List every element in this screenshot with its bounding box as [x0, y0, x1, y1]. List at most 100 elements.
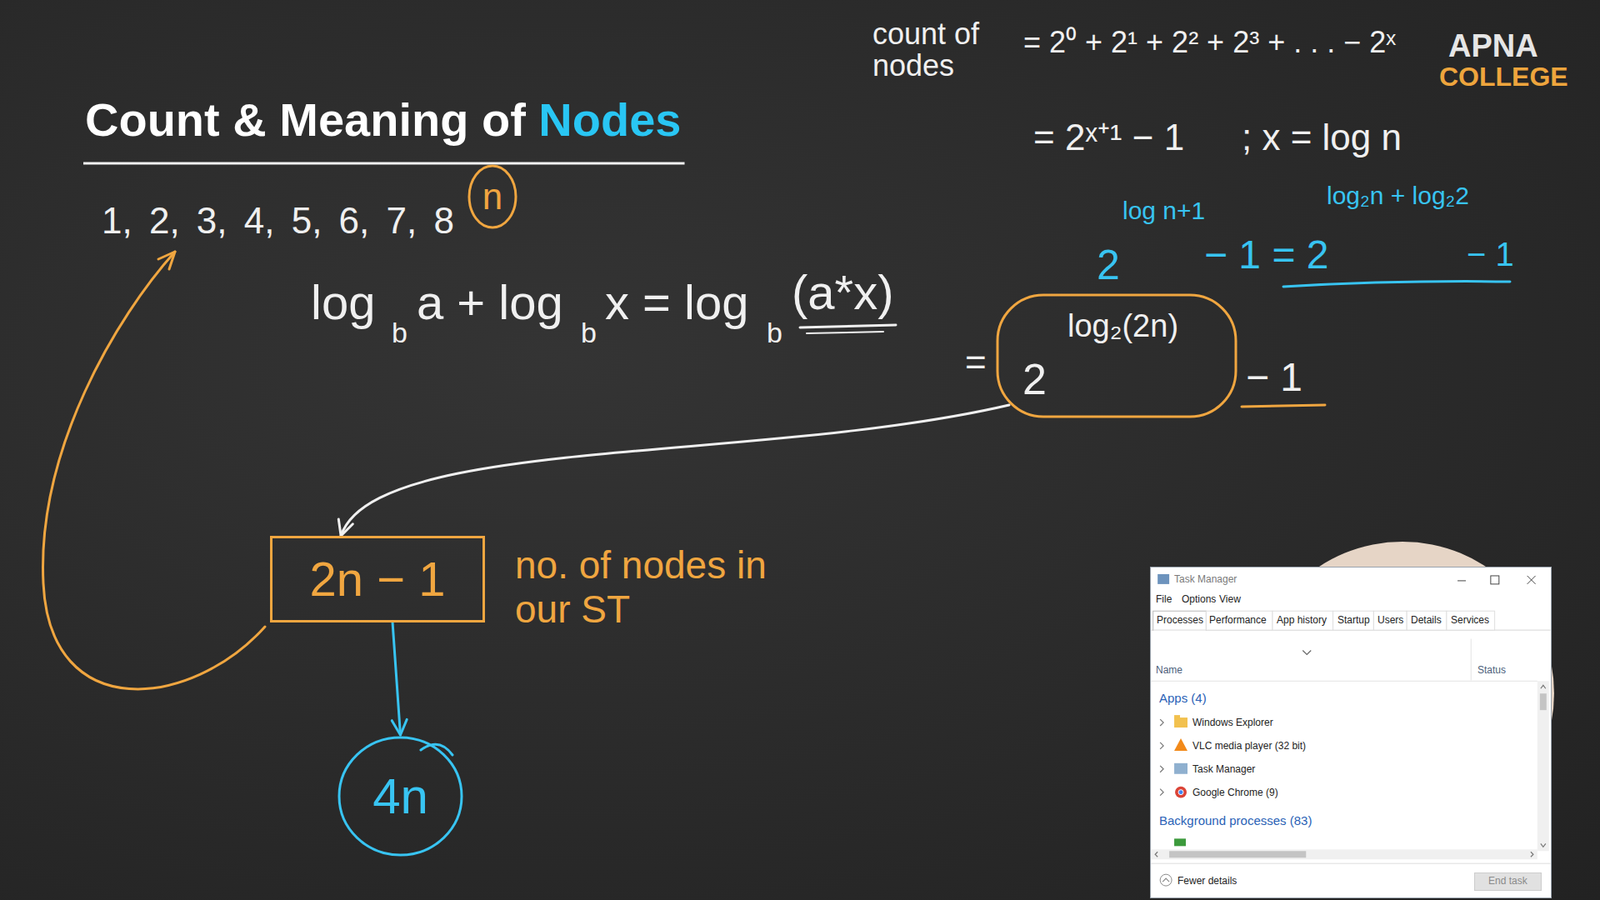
window-part: [1153, 610, 1207, 630]
label-slot: 2: [1022, 355, 1047, 405]
window-part: [1446, 610, 1495, 630]
label-slot: b: [580, 316, 597, 350]
window-part: [1490, 575, 1500, 585]
label-slot: = 2⁰ + 2¹ + 2² + 2³ + . . . − 2ˣ: [1023, 25, 1396, 60]
label-slot: Startup: [1337, 615, 1370, 627]
math-note: ; x = log n: [1241, 116, 1402, 160]
label-slot: VLC media player (32 bit): [1192, 740, 1306, 753]
math-subscript: b: [766, 316, 783, 350]
math-exponent: log₂n + log₂2: [1326, 181, 1470, 211]
window-line: [1527, 575, 1536, 585]
arrow-head: [391, 719, 407, 735]
label-slot: ; x = log n: [1241, 116, 1402, 160]
label-slot: Fewer details: [1177, 875, 1237, 888]
title-underline: [83, 162, 685, 165]
label-slot: b: [391, 316, 408, 350]
window-part: [1174, 717, 1188, 728]
result-box: 2n − 1: [270, 535, 485, 623]
label-slot: Background processes (83): [1159, 813, 1312, 828]
node-label: Task Manager: [1174, 574, 1237, 586]
window-part: [1333, 610, 1375, 630]
label-slot: − 1: [1245, 354, 1303, 400]
node-label: log₂(2n): [1067, 308, 1179, 345]
window-chevron: [1160, 719, 1164, 726]
node-label: App history: [1276, 615, 1327, 627]
node-label: Name: [1155, 665, 1183, 677]
node-label: Details: [1410, 615, 1442, 627]
node-label: File: [1155, 594, 1172, 606]
math-note: a + log: [416, 275, 564, 331]
node-label: View: [1219, 594, 1241, 606]
connector-arrow: [391, 622, 407, 735]
connector-arrow: [338, 405, 1010, 536]
node-label: 2: [1022, 355, 1047, 405]
outline-ellipse: [469, 165, 516, 228]
label-slot: COLLEGE: [1439, 61, 1569, 93]
label-slot: − 1: [1466, 235, 1515, 274]
window-chevron: [1540, 843, 1546, 847]
number-sequence: 1, 2, 3, 4, 5, 6, 7, 8: [101, 200, 455, 243]
window-part: [1373, 610, 1407, 630]
node-label: Startup: [1337, 615, 1370, 627]
label-slot: x = log: [605, 275, 750, 331]
label-slot: 1, 2, 3, 4, 5, 6, 7, 8: [101, 200, 455, 243]
label-slot: Windows Explorer: [1192, 717, 1274, 730]
window-part: [1174, 715, 1180, 719]
node-label: 4n: [372, 767, 429, 825]
math-note: − 1: [1245, 354, 1303, 400]
node-label: VLC media player (32 bit): [1192, 740, 1306, 753]
window-part: [1537, 680, 1550, 851]
window-chevron: [1540, 685, 1546, 689]
label-slot: App history: [1276, 615, 1327, 627]
node-label: Background processes (83): [1159, 813, 1312, 828]
math-note: =: [965, 341, 987, 385]
node-label: Apps (4): [1159, 690, 1207, 705]
window-chevron: [1302, 650, 1311, 655]
math-subscript: b: [391, 316, 408, 350]
label-slot: Status: [1477, 665, 1506, 677]
window-chevron: [1160, 742, 1164, 750]
window-part: [1406, 610, 1447, 630]
label-slot: Google Chrome (9): [1192, 787, 1279, 800]
node-label: Services: [1450, 615, 1490, 627]
watermark: COLLEGE: [1439, 61, 1569, 93]
window-chevron: [1160, 789, 1164, 796]
label-slot: Apps (4): [1159, 690, 1207, 705]
window-chevron: [1530, 851, 1534, 857]
node-label: 2n − 1: [310, 551, 446, 608]
node-label: End task: [1474, 872, 1542, 891]
window-icon: [1178, 790, 1184, 795]
math-note: − 1: [1466, 235, 1515, 274]
window-chevron: [1160, 765, 1164, 773]
math-underline: [800, 325, 896, 328]
label-slot: b: [766, 316, 783, 350]
connector-line: [392, 622, 400, 735]
window-line: [1153, 630, 1206, 631]
label-slot: log₂(2n): [1067, 308, 1179, 345]
circled-term: 2 log₂(2n): [995, 293, 1238, 419]
math-underline: [806, 331, 884, 334]
math-note: 2: [1096, 241, 1120, 290]
connector-line: [340, 405, 1010, 536]
label-slot: (a*x): [791, 265, 894, 321]
window-chevron: [1162, 878, 1170, 882]
node-label: Google Chrome (9): [1192, 787, 1279, 800]
node-label: Task Manager: [1192, 764, 1255, 776]
math-note: − 1 = 2: [1204, 231, 1329, 278]
math-note: (a*x): [791, 265, 894, 321]
label-slot: End task: [1474, 872, 1542, 891]
math-subscript: b: [580, 316, 597, 350]
label-slot: Users: [1377, 615, 1404, 627]
math-note: = 2ˣ⁺¹ − 1: [1033, 116, 1185, 160]
label-slot: log n+1: [1122, 196, 1205, 226]
label-slot: no. of nodes in our ST: [515, 543, 790, 632]
window-part: [1205, 610, 1273, 630]
blue-underline: [1283, 281, 1510, 287]
node-label: Windows Explorer: [1192, 717, 1274, 730]
label-slot: =: [965, 341, 987, 385]
arrow-head: [338, 519, 353, 536]
circled-variable: n: [466, 163, 519, 230]
slide-title: Count & Meaning of Nodes: [85, 93, 682, 147]
label-slot: Task Manager: [1192, 764, 1255, 776]
